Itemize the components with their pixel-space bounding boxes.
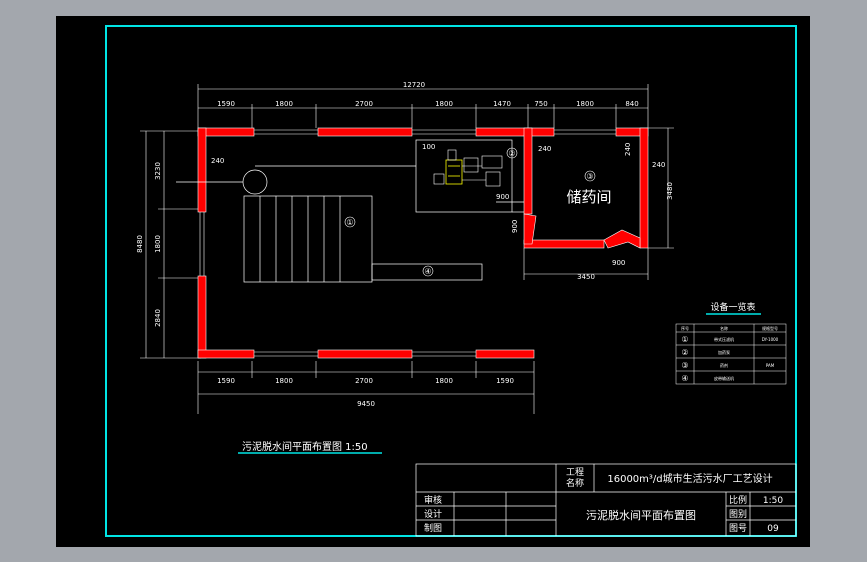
dim-top-6: 750 xyxy=(534,100,547,108)
table-row-2-name: 加药泵 xyxy=(718,349,730,355)
walls xyxy=(197,127,649,359)
dim-bottom-1: 1590 xyxy=(217,377,235,385)
sheet-title: 污泥脱水间平面布置图 xyxy=(586,508,696,522)
door-leaf-left xyxy=(523,213,537,245)
wall-room-bottom xyxy=(523,239,605,249)
conveyor xyxy=(371,263,483,281)
room-label: 储药间 xyxy=(566,188,611,206)
review-label: 审核 xyxy=(424,494,442,506)
table-header-spec: 规格型号 xyxy=(762,325,778,331)
markers xyxy=(344,147,596,277)
marker-1: ① xyxy=(346,218,353,227)
dim-bottom-5: 1590 xyxy=(496,377,514,385)
windows xyxy=(199,129,616,357)
design-label: 设计 xyxy=(424,508,442,520)
equipment-table-title: 设备一览表 xyxy=(710,301,755,313)
marker-4-circle xyxy=(422,265,434,277)
dim-900-c: 900 xyxy=(612,259,625,267)
table-row-2-no: ② xyxy=(681,348,688,357)
cad-drawing: 12720 1590 1800 2700 1800 1470 750 1800 … xyxy=(105,25,797,537)
dim-top-5: 1470 xyxy=(493,100,511,108)
dim-left-2: 1800 xyxy=(154,235,162,253)
table-row-1-no: ① xyxy=(681,335,688,344)
draw-label: 制图 xyxy=(424,522,442,534)
table-row-4-name: 皮带输送机 xyxy=(714,375,734,381)
dim-bottom-total: 9450 xyxy=(357,400,375,408)
wall-top-1 xyxy=(197,127,255,137)
table-row-3-name: 药剂 xyxy=(720,362,728,368)
dosing-area xyxy=(415,139,513,213)
marker-3-circle xyxy=(584,170,596,182)
drawing-number-label: 图号 xyxy=(729,523,747,534)
sludge-tank xyxy=(242,169,268,195)
scale-label: 比例 xyxy=(729,494,747,506)
equipment-table-grid xyxy=(675,323,787,385)
dim-100: 100 xyxy=(422,143,435,151)
project-label-line2: 名称 xyxy=(566,477,584,489)
dim-240-left: 240 xyxy=(211,157,224,165)
dim-bottom-2: 1800 xyxy=(275,377,293,385)
table-row-4-no: ④ xyxy=(681,374,688,383)
wall-room-right xyxy=(639,127,649,249)
dim-left-1: 3230 xyxy=(154,162,162,180)
dim-top-4: 1800 xyxy=(435,100,453,108)
wall-top-3 xyxy=(475,127,555,137)
equipment-outlines xyxy=(176,139,524,283)
wall-bottom-1 xyxy=(197,349,255,359)
dim-240-room-right: 240 xyxy=(624,143,632,156)
dim-top-3: 2700 xyxy=(355,100,373,108)
drawing-sheet: 12720 1590 1800 2700 1800 1470 750 1800 … xyxy=(56,16,810,547)
table-header-name: 名称 xyxy=(720,325,728,331)
marker-3: ③ xyxy=(586,172,593,181)
dim-left-3: 2840 xyxy=(154,309,162,327)
wall-bottom-2 xyxy=(317,349,413,359)
wall-bottom-3 xyxy=(475,349,535,359)
marker-4: ④ xyxy=(424,267,431,276)
dim-room-width: 3450 xyxy=(577,273,595,281)
table-header-no: 序号 xyxy=(681,325,689,331)
dosing-pump xyxy=(445,159,463,185)
marker-2-circle xyxy=(506,147,518,159)
dim-top-8: 840 xyxy=(625,100,638,108)
dim-bottom-3: 2700 xyxy=(355,377,373,385)
dim-room-height: 3480 xyxy=(666,182,674,200)
wall-left-lower xyxy=(197,275,207,359)
door-leaf-right xyxy=(603,229,641,249)
marker-1-circle xyxy=(344,216,356,228)
equipment-table-text: 序号 名称 规格型号 ① 带式压滤机 DY-1000 ② 加药泵 ③ 药剂 PA… xyxy=(681,325,779,383)
table-row-3-spec: PAM xyxy=(766,363,775,368)
project-label-line1: 工程 xyxy=(566,467,584,478)
dosing-pipework xyxy=(433,149,503,187)
dim-900-a: 900 xyxy=(496,193,509,201)
drawing-number-value: 09 xyxy=(767,524,779,534)
wall-top-2 xyxy=(317,127,413,137)
project-name: 16000m³/d城市生活污水厂工艺设计 xyxy=(607,472,772,485)
drawing-type-label: 图别 xyxy=(729,509,747,520)
dim-left-total: 8480 xyxy=(136,235,144,253)
scale-value: 1:50 xyxy=(763,496,783,506)
dim-bottom-4: 1800 xyxy=(435,377,453,385)
dim-top-1: 1590 xyxy=(217,100,235,108)
dim-900-b: 900 xyxy=(511,220,519,233)
table-row-1-spec: DY-1000 xyxy=(762,337,779,342)
drawing-title: 污泥脱水间平面布置图 1:50 xyxy=(242,440,368,453)
table-row-3-no: ③ xyxy=(681,361,688,370)
dimension-texts: 12720 1590 1800 2700 1800 1470 750 1800 … xyxy=(136,81,674,408)
dim-240-room-right-out: 240 xyxy=(652,161,665,169)
table-row-1-name: 带式压滤机 xyxy=(714,336,734,342)
wall-left-upper xyxy=(197,127,207,213)
marker-2: ② xyxy=(508,149,515,158)
title-block-grid xyxy=(415,463,797,537)
dimension-lines xyxy=(140,84,674,414)
dim-overall-width: 12720 xyxy=(403,81,425,89)
dim-top-2: 1800 xyxy=(275,100,293,108)
dim-top-7: 1800 xyxy=(576,100,594,108)
wall-room-left xyxy=(523,127,533,215)
dim-240-room-top: 240 xyxy=(538,145,551,153)
